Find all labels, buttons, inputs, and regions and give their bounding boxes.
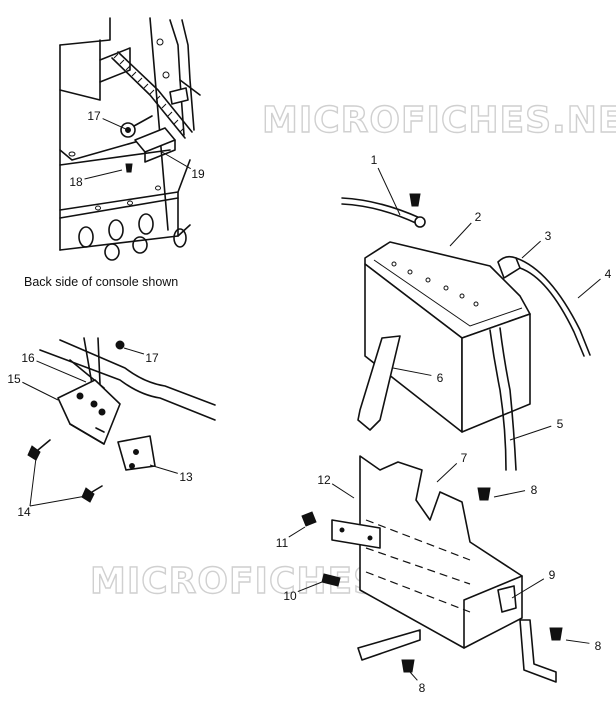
callout-c18-leader [84,169,123,180]
callout-c12-leader [331,483,355,499]
callout-c17b: 17 [87,109,101,123]
callout-c5-leader [509,425,552,441]
console-back-view [59,17,201,261]
callout-c1-leader [377,167,401,216]
callout-c13: 13 [179,470,193,484]
callout-14-leaders [29,457,87,507]
console-caption: Back side of console shown [24,275,178,289]
callout-c15-leader [22,381,59,401]
callout-c12: 12 [317,473,331,487]
callout-c4-leader [577,278,601,299]
callout-c19: 19 [191,167,205,181]
callout-c8a-leader [493,490,526,498]
callout-c4: 4 [605,267,612,281]
callout-c10-leader [297,581,323,593]
callout-c7-leader [436,462,458,483]
callout-c3: 3 [545,229,552,243]
callout-c2-leader [449,222,472,247]
callout-c10: 10 [283,589,297,603]
watermark-top: MICROFICHES.NET [262,100,616,141]
callout-c9-leader [511,578,545,599]
callout-c17b-leader [102,118,129,131]
callout-c19-leader [161,151,191,170]
callout-c7: 7 [461,451,468,465]
callout-c17a: 17 [145,351,159,365]
callout-c9: 9 [549,568,556,582]
callout-c8b-leader [565,639,590,644]
callout-c6-leader [392,367,432,376]
callout-c8a: 8 [531,483,538,497]
callout-c8c: 8 [419,681,426,695]
callout-c13-leader [149,464,178,474]
callout-c15: 15 [7,372,21,386]
callout-c5: 5 [557,417,564,431]
callout-c16: 16 [21,351,35,365]
callout-c17a-leader [123,347,145,355]
callout-c16-leader [36,360,87,383]
callout-c8c-leader [409,671,418,681]
battery-assembly [301,193,591,683]
callout-c3-leader [521,240,541,259]
callout-c18: 18 [69,175,83,189]
callout-c8b: 8 [595,639,602,653]
callout-c6: 6 [437,371,444,385]
callout-c11-leader [288,526,306,538]
callout-c1: 1 [371,153,378,167]
callout-c2: 2 [475,210,482,224]
callout-c14: 14 [17,505,31,519]
callout-c11: 11 [276,536,289,550]
regulator-assembly [27,337,216,503]
